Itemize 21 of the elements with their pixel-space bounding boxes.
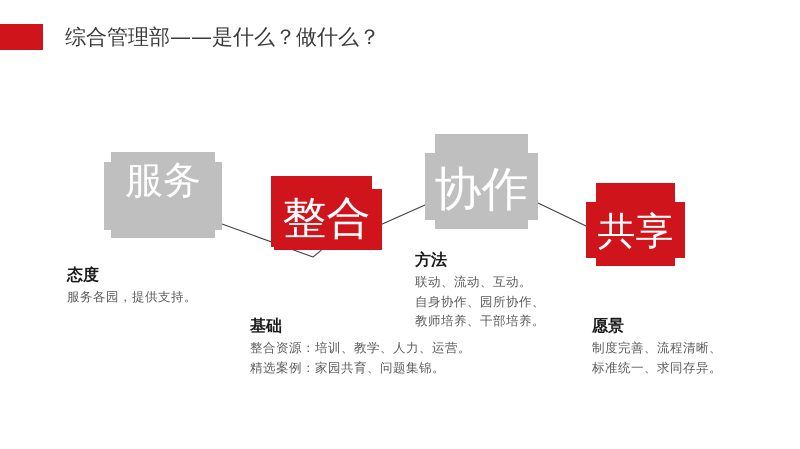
description-text: 服务各园，提供支持。 [67, 288, 198, 306]
keyword-tile [425, 134, 538, 229]
section-heading: 愿景 [592, 316, 624, 336]
tile-label: 协作 [434, 166, 528, 213]
tile-label: 整合 [282, 197, 370, 241]
connector-line [538, 202, 586, 226]
keyword-tile [271, 176, 382, 250]
description-text: 精选案例：家园共育、问题集锦。 [250, 358, 446, 376]
keyword-tile [586, 183, 685, 266]
tile-label: 共享 [598, 212, 674, 250]
connector-line [382, 204, 426, 225]
description-text: 整合资源：培训、教学、人力、运营。 [250, 339, 472, 357]
section-heading: 方法 [415, 250, 447, 270]
description-text: 联动、流动、互动。 [415, 273, 533, 291]
description-text: 制度完善、流程清晰、标准统一、求同存异。 [592, 339, 722, 376]
keyword-tile [104, 152, 222, 238]
section-heading: 基础 [250, 316, 282, 336]
tile-label: 服务 [125, 161, 201, 199]
description-text: 自身协作、园所协作、教师培养、干部培养。 [415, 292, 545, 330]
page-title: 综合管理部——是什么？做什么？ [65, 24, 380, 51]
section-heading: 态度 [67, 265, 99, 285]
